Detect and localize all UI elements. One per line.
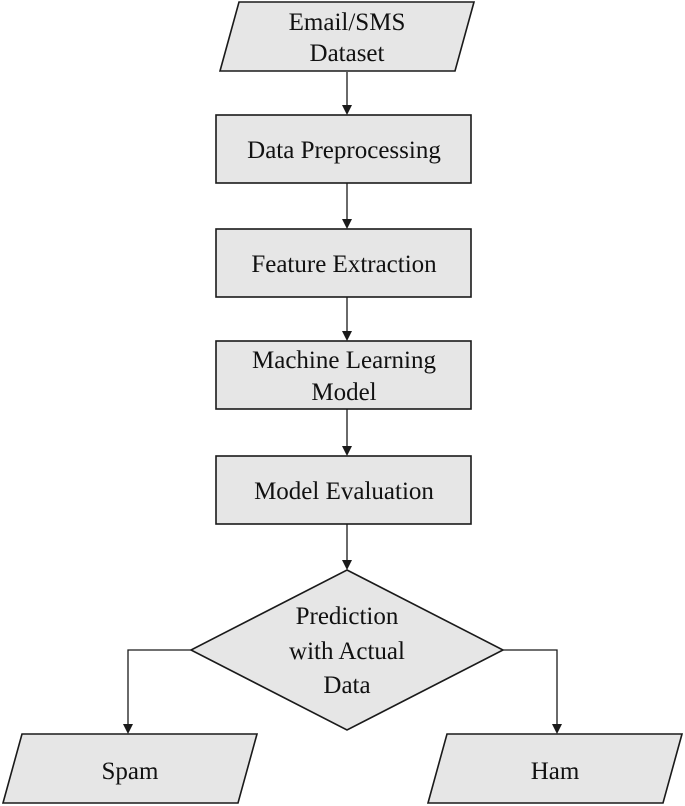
dataset-label-line-2: Dataset [310,40,385,67]
connector-prediction-to-ham [503,649,558,726]
ml-model-label-line-1: Machine Learning [252,347,436,374]
preprocessing-box [215,114,472,184]
prediction-diamond [189,569,505,731]
ml-model-label-line-2: Model [311,379,376,406]
evaluation-label: Model Evaluation [254,478,434,505]
spam-parallelogram [1,733,259,804]
dataset-parallelogram [218,1,476,72]
prediction-label-line-3: Data [323,672,370,699]
evaluation-box [215,455,472,525]
arrowhead-ml-model [342,331,352,341]
arrowhead-preprocessing [342,105,352,115]
preprocessing-label: Data Preprocessing [247,137,441,164]
feature-extraction-label: Feature Extraction [251,251,437,278]
ham-parallelogram [426,733,684,804]
preprocessing-node: Data Preprocessing [215,114,472,184]
feature-extraction-box [215,228,472,298]
ham-node: Ham [426,733,684,804]
arrowhead-ham [552,724,562,734]
arrowhead-feature-extraction [342,219,352,229]
prediction-label-line-2: with Actual [289,638,405,665]
arrowhead-evaluation [342,446,352,456]
ham-label: Ham [531,758,580,785]
connectors [123,72,562,734]
dataset-node: Email/SMS Dataset [218,1,476,72]
ml-model-node: Machine Learning Model [215,340,472,410]
spam-label: Spam [102,758,160,785]
evaluation-node: Model Evaluation [215,455,472,525]
arrowhead-prediction [342,560,352,570]
prediction-label-line-1: Prediction [296,603,399,630]
arrowhead-spam [123,724,133,734]
prediction-node: Prediction with Actual Data [189,569,505,731]
dataset-label-line-1: Email/SMS [289,9,406,36]
ml-model-box [215,340,472,410]
feature-extraction-node: Feature Extraction [215,228,472,298]
connector-prediction-to-spam [127,649,191,726]
spam-node: Spam [1,733,259,804]
